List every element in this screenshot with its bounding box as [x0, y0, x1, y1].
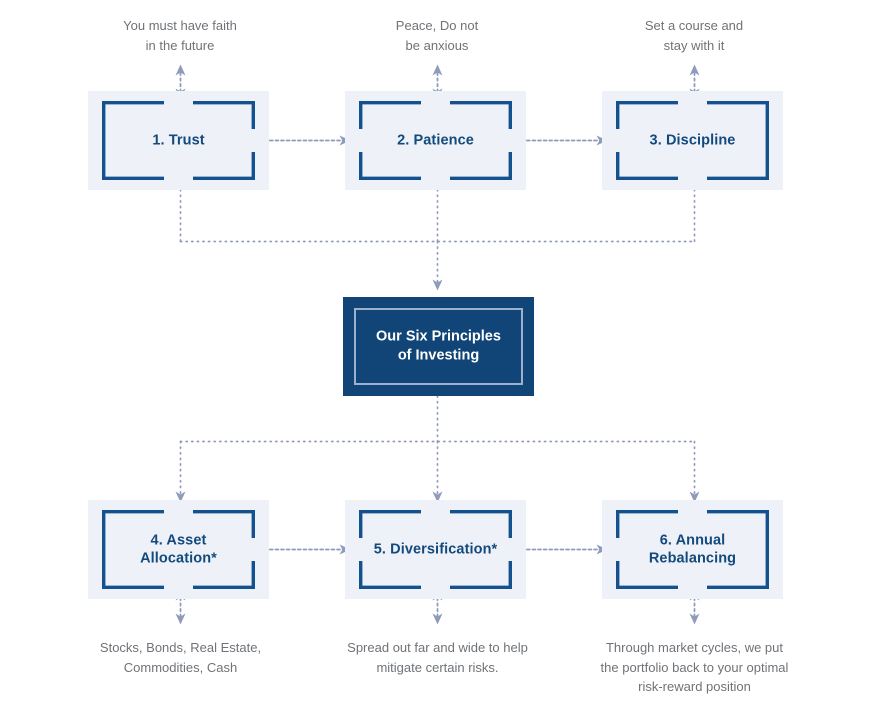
principle-card-diversification[interactable]: 5. Diversification* [345, 500, 526, 599]
caption-diversification: Spread out far and wide to help mitigate… [327, 638, 548, 677]
caption-annual-rebalancing-line2: the portfolio back to your optimal [600, 659, 789, 675]
principle-label-diversification: 5. Diversification* [345, 540, 526, 559]
principle-label-patience-line1: 2. Patience [397, 132, 474, 149]
caption-asset-allocation-line1: Stocks, Bonds, Real Estate, [99, 640, 262, 655]
bracket-frame-trust [102, 101, 255, 180]
principle-label-discipline-line1: 3. Discipline [649, 132, 736, 149]
principle-label-diversification-line1: 5. Diversification* [373, 541, 498, 558]
principle-card-discipline[interactable]: 3. Discipline [602, 91, 783, 190]
bracket-frame-asset-allocation [102, 510, 255, 589]
principle-label-patience: 2. Patience [345, 131, 526, 150]
caption-annual-rebalancing: Through market cycles, we put the portfo… [584, 638, 805, 697]
center-hub-card[interactable]: Our Six Principles of Investing [343, 297, 534, 396]
caption-patience-line1: Peace, Do not [395, 18, 479, 33]
caption-diversification-line2: mitigate certain risks. [376, 659, 499, 675]
caption-asset-allocation: Stocks, Bonds, Real Estate, Commodities,… [73, 638, 288, 677]
center-hub-line2: of Investing [397, 347, 480, 364]
principle-card-patience[interactable]: 2. Patience [345, 91, 526, 190]
caption-patience-line2: be anxious [405, 37, 469, 53]
principle-label-trust: 1. Trust [88, 131, 269, 150]
principle-label-annual-rebalancing-line2: Rebalancing [648, 550, 737, 567]
principle-card-asset-allocation[interactable]: 4. Asset Allocation* [88, 500, 269, 599]
principle-card-trust[interactable]: 1. Trust [88, 91, 269, 190]
principle-label-annual-rebalancing-line1: 6. Annual [659, 531, 726, 548]
caption-diversification-line1: Spread out far and wide to help [347, 640, 528, 655]
principle-label-asset-allocation-line1: 4. Asset [150, 531, 207, 548]
principle-card-annual-rebalancing[interactable]: 6. Annual Rebalancing [602, 500, 783, 599]
bracket-frame-discipline [616, 101, 769, 180]
caption-discipline-line2: stay with it [663, 37, 725, 53]
principle-label-discipline: 3. Discipline [602, 131, 783, 150]
caption-trust-line2: in the future [145, 37, 215, 53]
principle-label-annual-rebalancing: 6. Annual Rebalancing [602, 531, 783, 568]
caption-trust: You must have faith in the future [80, 16, 280, 55]
principle-label-asset-allocation: 4. Asset Allocation* [88, 531, 269, 568]
caption-annual-rebalancing-line1: Through market cycles, we put [605, 640, 784, 655]
center-hub-inner-border [354, 308, 523, 385]
bracket-frame-annual-rebalancing [616, 510, 769, 589]
center-hub-line1: Our Six Principles [376, 327, 501, 344]
bracket-frame-patience [359, 101, 512, 180]
caption-patience: Peace, Do not be anxious [337, 16, 537, 55]
caption-discipline-line1: Set a course and [644, 18, 744, 33]
caption-asset-allocation-line2: Commodities, Cash [123, 659, 238, 675]
principle-label-asset-allocation-line2: Allocation* [140, 550, 217, 567]
center-hub-label: Our Six Principles of Investing [343, 327, 534, 366]
bracket-frame-diversification [359, 510, 512, 589]
principle-label-trust-line1: 1. Trust [152, 132, 205, 149]
caption-discipline: Set a course and stay with it [594, 16, 794, 55]
caption-annual-rebalancing-line3: risk-reward position [638, 679, 751, 694]
caption-trust-line1: You must have faith [123, 18, 237, 33]
